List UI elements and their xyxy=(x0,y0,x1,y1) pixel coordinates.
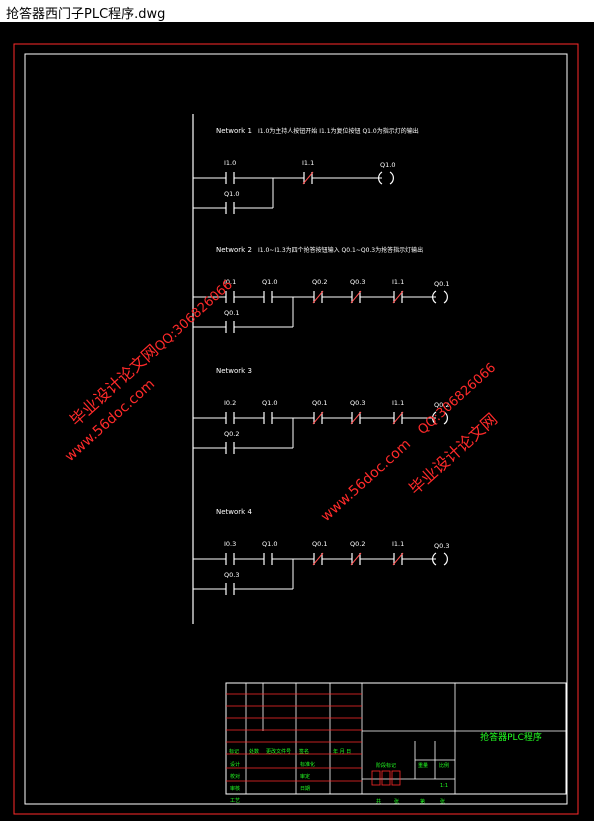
coil-left-arc xyxy=(432,290,437,304)
coil-left-arc xyxy=(432,552,437,566)
weight-label: 重量 xyxy=(418,762,428,769)
contact-label: Q0.3 xyxy=(350,278,365,286)
stage-mark-box xyxy=(381,770,391,786)
coil-label: Q0.2 xyxy=(434,401,449,409)
network-2: Network 2 I1.0~I1.3为四个抢答按钮输入 Q0.1~Q0.3为抢答… xyxy=(193,246,449,333)
watermark-overlay: www.56doc.com毕业设计论文网QQ:306826066www.56do… xyxy=(62,277,501,525)
contact-nc-slash xyxy=(350,552,362,566)
sheet-label: 张 xyxy=(394,798,399,805)
scale-label: 比例 xyxy=(439,762,449,769)
contact-label: Q0.1 xyxy=(312,540,327,548)
contact-nc-slash xyxy=(302,171,314,185)
title-block-row-label: 审核 xyxy=(230,785,240,792)
window-titlebar: 抢答器西门子PLC程序.dwg xyxy=(0,0,594,23)
contact-label: Q0.3 xyxy=(350,399,365,407)
ladder-networks: Network 1 I1.0为主持人按钮开始 I1.1为复位按钮 Q1.0为指示灯… xyxy=(193,127,449,595)
coil-left-arc xyxy=(378,171,383,185)
contact-nc-slash xyxy=(392,290,404,304)
contact-label: Q1.0 xyxy=(262,540,277,548)
cad-viewport[interactable]: Network 1 I1.0为主持人按钮开始 I1.1为复位按钮 Q1.0为指示灯… xyxy=(0,22,594,821)
contact-nc-slash xyxy=(312,552,324,566)
contact-label: I1.1 xyxy=(392,540,404,548)
contact-nc-slash xyxy=(392,411,404,425)
contact-label: Q1.0 xyxy=(262,399,277,407)
contact-label: I1.0 xyxy=(224,159,236,167)
contact-label: Q0.2 xyxy=(312,278,327,286)
stage-mark-box xyxy=(391,770,401,786)
branch-contact-label: Q0.3 xyxy=(224,571,239,579)
contact-label: I0.1 xyxy=(224,278,236,286)
ladder-diagram-drawing: Network 1 I1.0为主持人按钮开始 I1.1为复位按钮 Q1.0为指示灯… xyxy=(13,43,579,815)
coil-right-arc xyxy=(443,552,448,566)
title-block-header-cell: 签名 xyxy=(299,748,309,755)
contact-label: I1.1 xyxy=(392,278,404,286)
coil-label: Q0.3 xyxy=(434,542,449,550)
contact-nc-slash xyxy=(350,290,362,304)
branch-contact-label: Q0.1 xyxy=(224,309,239,317)
contact-nc-slash xyxy=(392,552,404,566)
contact-label: Q0.1 xyxy=(312,399,327,407)
network-1: Network 1 I1.0为主持人按钮开始 I1.1为复位按钮 Q1.0为指示灯… xyxy=(193,127,419,214)
title-block-frame xyxy=(225,682,567,795)
sheet-label: 第 xyxy=(420,798,425,805)
branch-contact-label: Q1.0 xyxy=(224,190,239,198)
network-comment: I1.0~I1.3为四个抢答按钮输入 Q0.1~Q0.3为抢答指示灯输出 xyxy=(258,246,423,254)
network-label: Network 1 xyxy=(216,127,252,135)
contact-nc-slash xyxy=(350,411,362,425)
contact-label: I1.1 xyxy=(392,399,404,407)
title-block-mid-label: 标准化 xyxy=(300,761,315,768)
title-block-mid-label: 日期 xyxy=(300,786,310,792)
contact-nc-slash xyxy=(312,411,324,425)
title-block-row-label: 设计 xyxy=(230,761,240,768)
coil-right-arc xyxy=(443,290,448,304)
network-label: Network 2 xyxy=(216,246,252,254)
inner-sheet-border xyxy=(24,53,568,805)
coil-left-arc xyxy=(432,411,437,425)
contact-nc-slash xyxy=(312,290,324,304)
title-block-header-cell: 标记 xyxy=(229,748,239,755)
scale-value: 1:1 xyxy=(440,783,448,789)
title-block-header-cell: 更改文件号 xyxy=(266,748,291,755)
outer-sheet-border xyxy=(13,43,579,815)
title-block-header-cell: 处数 xyxy=(249,748,259,755)
title-block-mid-label: 审定 xyxy=(300,773,310,780)
drawing-name: 抢答器PLC程序 xyxy=(480,731,542,743)
title-block: 标记 处数更改文件号 签名 年 月 日设计校对审核工艺 标准化审定日期 阶段标记 重量 比例 1… xyxy=(225,682,567,805)
sheet-label: 张 xyxy=(440,798,445,805)
contact-label: I0.3 xyxy=(224,540,236,548)
coil-right-arc xyxy=(443,411,448,425)
stage-mark-box xyxy=(371,770,381,786)
coil-label: Q0.1 xyxy=(434,280,449,288)
branch-contact-label: Q0.2 xyxy=(224,430,239,438)
coil-right-arc xyxy=(389,171,394,185)
contact-label: Q1.0 xyxy=(262,278,277,286)
window-title: 抢答器西门子PLC程序.dwg xyxy=(6,7,166,22)
network-label: Network 3 xyxy=(216,367,252,375)
stage-label: 阶段标记 xyxy=(376,762,396,769)
contact-label: Q0.2 xyxy=(350,540,365,548)
title-block-row-label: 工艺 xyxy=(230,798,240,804)
contact-label: I0.2 xyxy=(224,399,236,407)
sheet-label: 共 xyxy=(376,798,381,805)
watermark-site-text: www.56doc.com xyxy=(318,436,414,525)
contact-label: I1.1 xyxy=(302,159,314,167)
coil-label: Q1.0 xyxy=(380,161,395,169)
title-block-row-label: 校对 xyxy=(230,773,240,780)
network-label: Network 4 xyxy=(216,508,252,516)
title-block-header-cell: 年 月 日 xyxy=(333,748,351,755)
network-comment: I1.0为主持人按钮开始 I1.1为复位按钮 Q1.0为指示灯的输出 xyxy=(258,127,419,135)
